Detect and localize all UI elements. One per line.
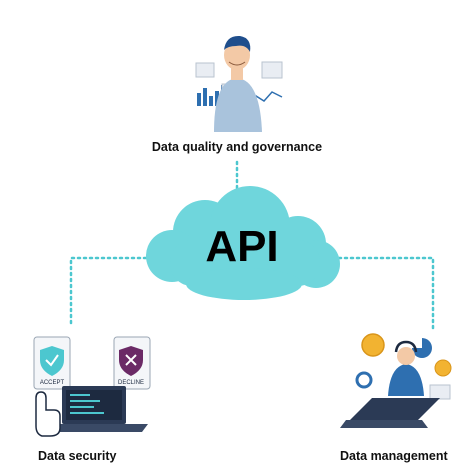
api-cloud xyxy=(146,186,340,300)
laptop-icon xyxy=(40,386,148,432)
accept-card xyxy=(33,336,71,390)
decline-card xyxy=(113,336,151,390)
connector-right xyxy=(331,256,435,332)
node-label-data-management: Data management xyxy=(340,449,448,463)
management-illustration xyxy=(340,333,452,428)
accept-shield-icon xyxy=(40,346,64,376)
node-label-data-quality: Data quality and governance xyxy=(151,140,323,154)
pie-chart-icon xyxy=(412,338,432,358)
analyst-illustration xyxy=(195,35,283,132)
pointing-hand-icon xyxy=(35,391,61,437)
analyst-person-icon xyxy=(214,35,262,132)
laptop-icon xyxy=(350,398,440,420)
connector-lines xyxy=(69,160,435,332)
connector-left xyxy=(69,256,154,328)
api-label: API xyxy=(205,222,279,271)
support-agent-icon xyxy=(388,340,424,396)
node-label-data-security: Data security xyxy=(38,449,117,463)
security-illustration xyxy=(33,336,151,437)
